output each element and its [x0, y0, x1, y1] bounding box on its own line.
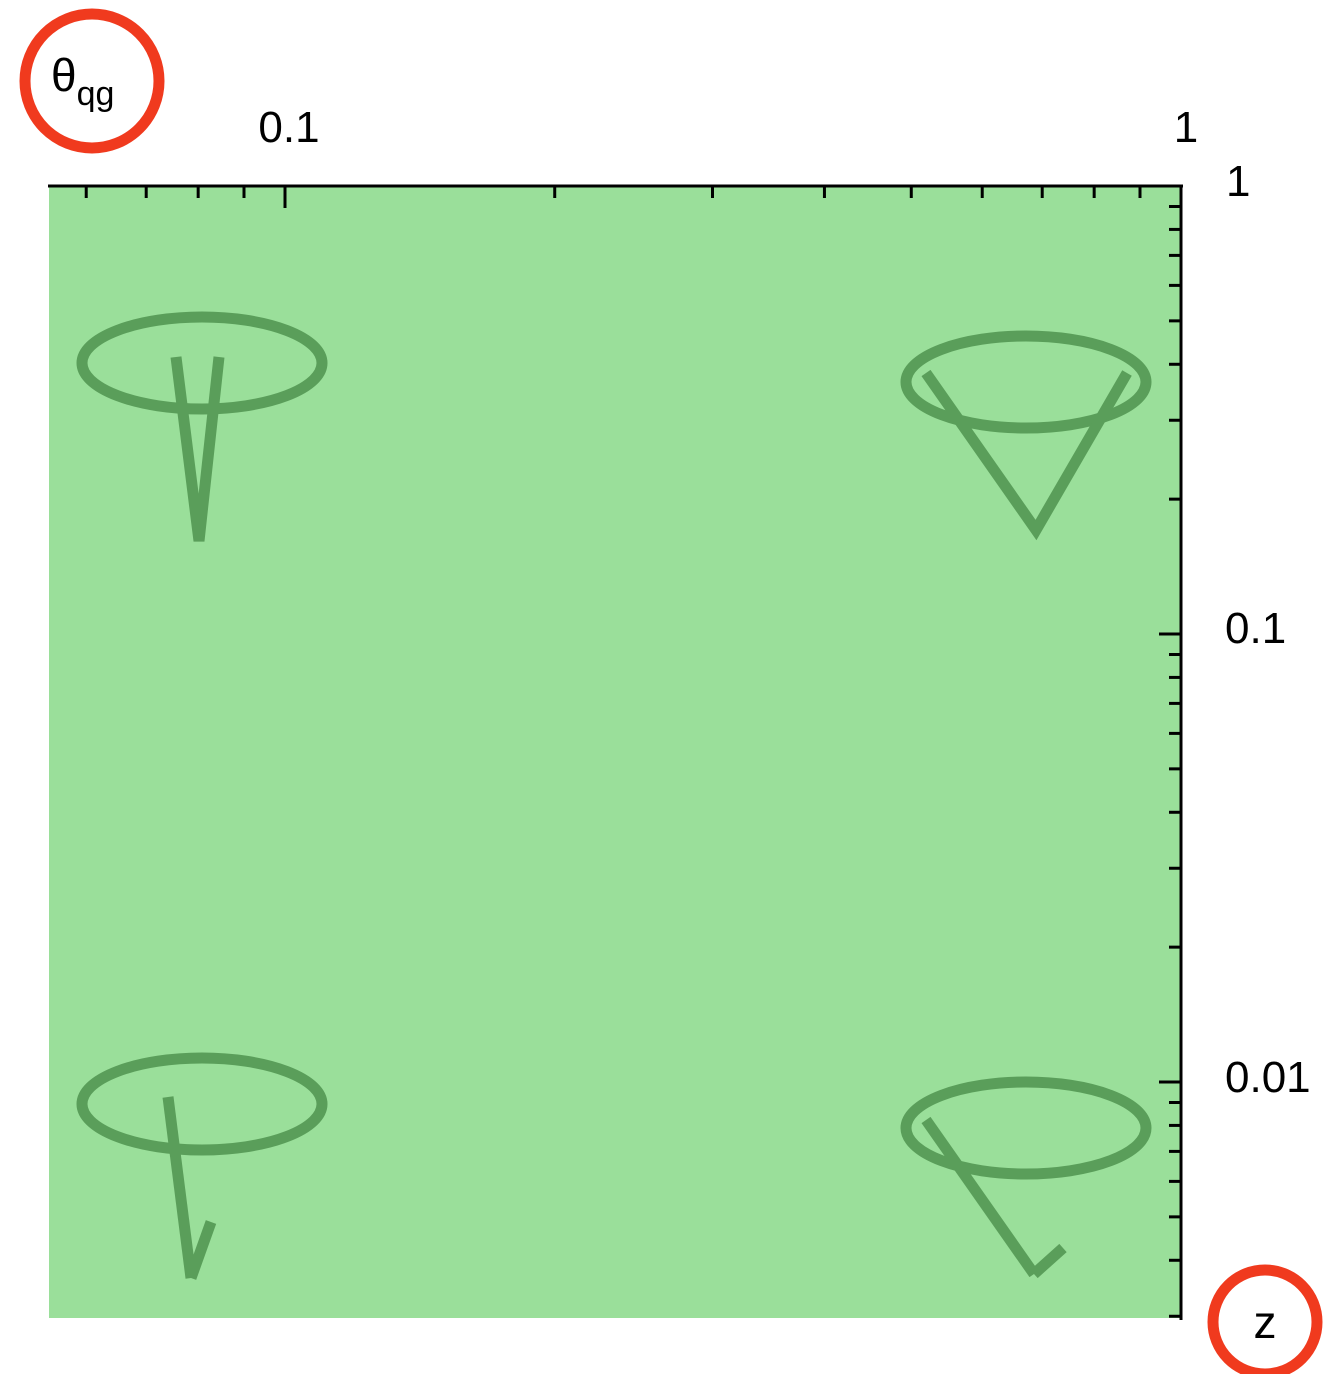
x-axis-label: z — [1213, 1270, 1317, 1374]
svg-text:θqg: θqg — [51, 49, 114, 113]
y-axis-label: θqg — [25, 14, 159, 148]
y-tick-label-0.01: 0.01 — [1225, 1053, 1311, 1102]
z-label: z — [1254, 1296, 1277, 1348]
theta-symbol: θ — [51, 49, 77, 101]
theta-subscript: qg — [77, 75, 115, 113]
x-tick-label-0.1: 0.1 — [258, 103, 319, 152]
x-tick-label-1: 1 — [1174, 103, 1198, 152]
y-tick-label-0.1: 0.1 — [1225, 604, 1286, 653]
y-tick-label-1: 1 — [1226, 157, 1250, 206]
